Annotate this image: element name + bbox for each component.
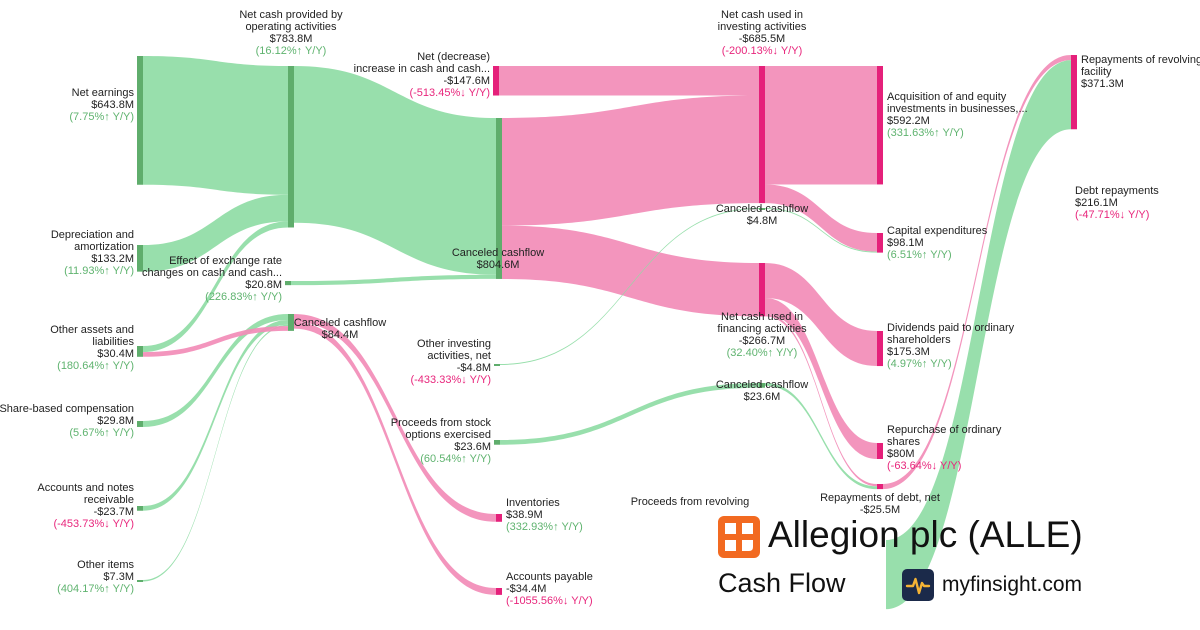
flow-other_assets-to-operating [143,221,288,353]
site-badge[interactable]: myfinsight.com [902,568,1082,602]
brand-block: Allegion plc (ALLE) Cash Flow myfinsight… [716,512,1156,622]
node-acct_recv [137,506,143,511]
label-inventories: Inventories$38.9M(332.93%↑ Y/Y) [506,497,583,533]
label-accounts_payable: Accounts payable-$34.4M(-1055.56%↓ Y/Y) [506,571,593,607]
node-canceled_main [496,118,502,279]
flow-financing-to-repurchase [765,298,877,459]
flow-canceled_fin-to-repay_debt [765,383,877,490]
report-subtitle: Cash Flow [718,568,846,598]
node-canceled_op [288,314,294,331]
sankey-nodes [137,55,1077,595]
flow-canceled_inv-to-capex [765,208,877,253]
flow-repay_debt-to-repay_revolving [883,55,1071,490]
flow-fx_effect-to-canceled_main [291,274,496,286]
flow-net_earnings-to-operating [143,56,288,195]
node-share_comp [137,421,143,427]
allegion-logo-icon [718,516,760,558]
flow-canceled_op-to-accounts_payable [294,321,496,595]
node-other_investing [494,364,500,366]
node-repurchase [877,443,883,459]
flow-acct_recv-to-canceled_op [143,319,288,511]
node-dividends [877,331,883,367]
node-net_decrease [493,66,499,96]
label-repay_debt: Repayments of debt, net-$25.5M [820,492,940,516]
label-canceled_inv: Canceled cashflow$4.8M [716,203,808,227]
node-fx_effect [285,281,291,286]
flow-other_items-to-canceled_op [143,324,288,582]
label-other_items: Other items$7.3M(404.17%↑ Y/Y) [57,559,134,595]
label-proceeds_revolving: Proceeds from revolving [631,496,750,508]
label-canceled_main: Canceled cashflow$804.6M [452,247,544,271]
label-capex: Capital expenditures$98.1M(6.51%↑ Y/Y) [887,225,988,261]
sankey-labels: Net earnings$643.8M(7.75%↑ Y/Y) Depreciat… [0,9,1200,607]
node-canceled_inv [759,208,765,210]
node-repay_debt [877,484,883,490]
label-net_decrease: Net (decrease)increase in cash and cash.… [354,51,490,99]
label-net_earnings: Net earnings$643.8M(7.75%↑ Y/Y) [69,87,134,123]
node-financing [759,263,765,317]
site-name[interactable]: myfinsight.com [942,573,1083,596]
flow-proceeds_revolving-to-repay_revolving [886,60,1071,610]
flow-net_decrease-to-investing [499,66,759,96]
node-canceled_fin [759,383,765,388]
flow-other_investing-to-canceled_inv [500,208,759,365]
node-acquisition [877,66,883,185]
flow-investing-to-acquisition [765,66,877,185]
node-repay_revolving [1071,55,1077,130]
node-accounts_payable [496,588,502,595]
node-dep_amort [137,245,143,272]
node-operating [288,66,294,228]
flow-financing-to-dividends [765,263,877,367]
flow-dep_amort-to-operating [143,194,288,272]
label-canceled_fin: Canceled cashflow$23.6M [716,379,808,403]
node-inventories [496,514,502,522]
flow-share_comp-to-canceled_op [143,314,288,427]
node-other_items [137,580,143,582]
flow-canceled_main-to-financing [502,225,759,317]
node-investing [759,66,765,204]
flow-canceled_main-to-investing [502,95,759,226]
flow-investing-to-capex [765,184,877,252]
flow-financing-to-repay_debt [765,314,877,487]
node-net_earnings [137,56,143,185]
flow-operating-to-canceled_main [294,66,496,275]
pulse-icon [902,569,934,601]
flow-canceled_op-to-inventories [294,314,496,522]
node-other_assets [137,346,143,357]
label-share_comp: Share-based compensation$29.8M(5.67%↑ Y/… [0,403,134,439]
node-stock_options [494,440,500,445]
label-canceled_op: Canceled cashflow$84.4M [294,317,386,341]
company-title: Allegion plc (ALLE) [768,514,1083,555]
flow-stock_options-to-canceled_fin [500,383,759,445]
label-debt_repay: Debt repayments$216.1M(-47.71%↓ Y/Y) [1075,185,1159,221]
node-capex [877,233,883,253]
sankey-links [143,55,1071,610]
flow-other_assets-to-canceled_op [143,326,288,357]
